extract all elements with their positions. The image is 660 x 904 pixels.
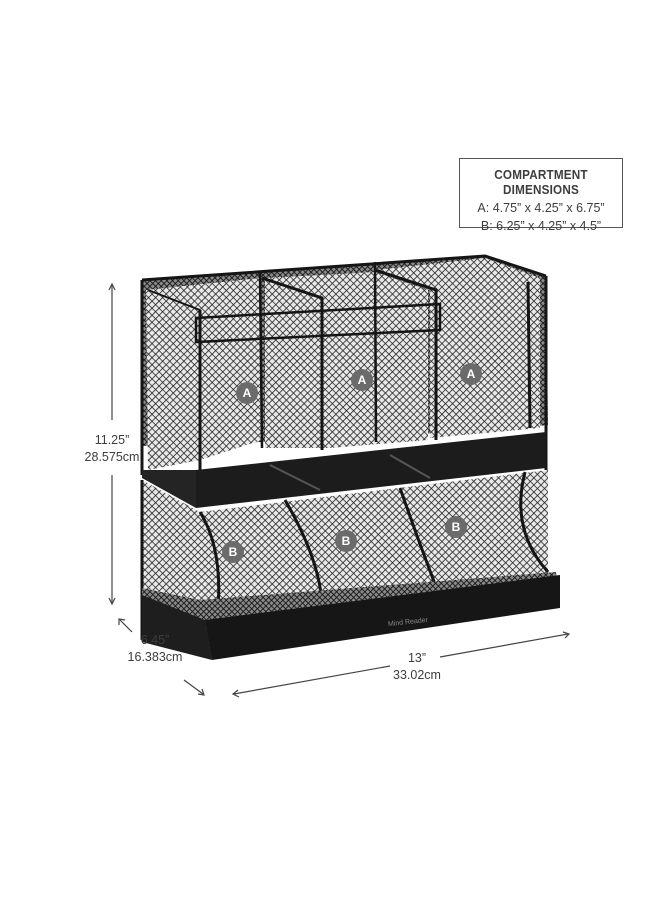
width-cm: 33.02cm (393, 668, 441, 682)
width-dimension: 13” 33.02cm (386, 650, 448, 684)
badge-a-2: A (357, 373, 367, 387)
legend-title: COMPARTMENT DIMENSIONS (494, 167, 588, 197)
legend-row-b: B: 6.25” x 4.25” x 4.5” (480, 219, 602, 233)
depth-dimension: 6.45” 16.383cm (122, 632, 188, 666)
width-inches: 13” (407, 651, 427, 665)
dimension-lines (108, 282, 571, 698)
height-dimension: 11.25” 28.575cm (80, 432, 144, 466)
depth-inches: 6.45” (140, 633, 170, 647)
compartment-dimensions-legend: COMPARTMENT DIMENSIONS A: 4.75” x 4.25” … (459, 158, 623, 233)
depth-cm: 16.383cm (127, 650, 183, 664)
badge-b-2: B (341, 534, 351, 548)
badge-a-1: A (242, 386, 252, 400)
badge-a-3: A (466, 367, 476, 381)
height-inches: 11.25” (94, 433, 130, 447)
badge-b-1: B (228, 545, 238, 559)
badge-b-3: B (451, 520, 461, 534)
height-cm: 28.575cm (84, 450, 140, 464)
legend-row-a: A: 4.75” x 4.25” x 6.75” (477, 201, 605, 215)
